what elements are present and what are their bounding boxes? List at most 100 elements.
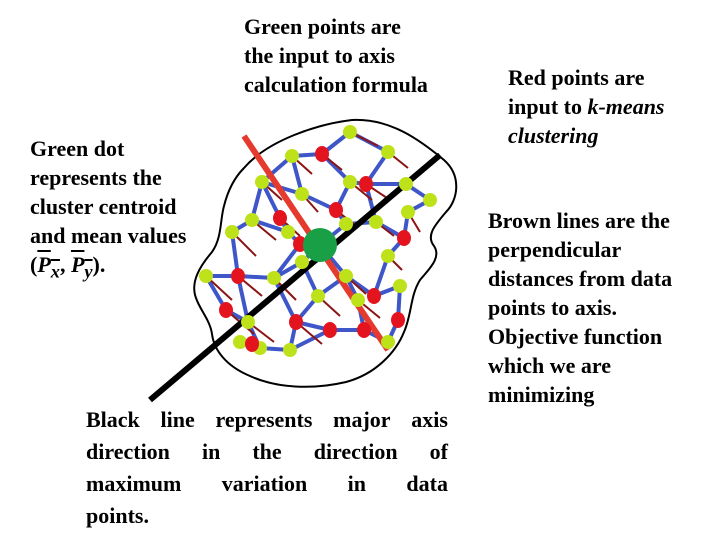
annotation-line: points to axis. bbox=[488, 295, 617, 320]
paren-open: ( bbox=[30, 252, 38, 277]
mean-px: Px bbox=[37, 252, 60, 281]
annotation-line: which we are bbox=[488, 353, 612, 378]
word: the bbox=[252, 439, 282, 464]
word: line bbox=[160, 407, 195, 432]
centroid-dot bbox=[303, 228, 337, 262]
green-point bbox=[245, 213, 259, 227]
word: Black bbox=[86, 407, 140, 432]
annotation-line: the input to axis bbox=[244, 43, 395, 68]
word: direction bbox=[313, 439, 398, 464]
green-point bbox=[339, 269, 353, 283]
annotation-line: cluster centroid bbox=[30, 194, 177, 219]
px-subscript: x bbox=[50, 261, 60, 282]
green-point bbox=[343, 125, 357, 139]
green-points-annotation: Green points are the input to axis calcu… bbox=[244, 12, 428, 99]
red-point bbox=[397, 230, 411, 246]
green-point bbox=[423, 193, 437, 207]
green-point bbox=[225, 225, 239, 239]
word: variation bbox=[221, 471, 308, 496]
annotation-line: represents the bbox=[30, 165, 162, 190]
cluster-edge bbox=[272, 276, 298, 324]
red-point bbox=[289, 314, 303, 330]
green-point bbox=[311, 289, 325, 303]
red-point bbox=[323, 322, 337, 338]
green-points bbox=[199, 125, 437, 357]
green-point bbox=[393, 279, 407, 293]
green-point bbox=[295, 187, 309, 201]
annotation-line: clustering bbox=[508, 123, 599, 148]
annotation-line: distances from data bbox=[488, 266, 673, 291]
red-point bbox=[231, 268, 245, 284]
word: maximum bbox=[86, 471, 182, 496]
word: of bbox=[429, 439, 448, 464]
red-point bbox=[329, 202, 343, 218]
green-point bbox=[339, 217, 353, 231]
green-point bbox=[267, 271, 281, 285]
green-point bbox=[233, 335, 247, 349]
annotation-line: Red points are bbox=[508, 65, 645, 90]
green-point bbox=[369, 215, 383, 229]
annotation-row: points. bbox=[86, 500, 448, 532]
annotation-line: Brown lines are the bbox=[488, 208, 670, 233]
annotation-line: minimizing bbox=[488, 382, 595, 407]
annotation-line: input to k-means bbox=[508, 92, 664, 121]
word: major bbox=[333, 407, 391, 432]
py-subscript: y bbox=[84, 261, 93, 282]
red-point bbox=[273, 210, 287, 226]
annotation-row: direction in the direction of bbox=[86, 436, 448, 468]
paren-close: ). bbox=[92, 252, 106, 277]
red-point bbox=[359, 176, 373, 192]
annotation-row: maximum variation in data bbox=[86, 468, 448, 500]
red-points-annotation: Red points are input to k-means clusteri… bbox=[508, 63, 664, 150]
annotation-line: Green points are bbox=[244, 14, 401, 39]
mean-py: Py bbox=[70, 252, 93, 281]
word: in bbox=[347, 471, 367, 496]
red-point bbox=[367, 288, 381, 304]
red-points bbox=[219, 146, 411, 352]
black-line-annotation: Black line represents major axis directi… bbox=[86, 404, 448, 532]
cluster-boundary bbox=[193, 118, 458, 388]
green-point bbox=[241, 315, 255, 329]
red-point bbox=[315, 146, 329, 162]
word: points. bbox=[86, 503, 149, 528]
word: data bbox=[406, 471, 448, 496]
annotation-line: Green dot bbox=[30, 136, 125, 161]
annotation-line: Objective function bbox=[488, 324, 663, 349]
comma: , bbox=[59, 252, 71, 277]
annotation-text: input to bbox=[508, 94, 588, 119]
annotation-line: and mean values bbox=[30, 223, 187, 248]
green-point bbox=[381, 335, 395, 349]
brown-lines-annotation: Brown lines are the perpendicular distan… bbox=[488, 206, 672, 409]
green-point bbox=[255, 175, 269, 189]
px-symbol: P bbox=[37, 252, 51, 277]
py-symbol: P bbox=[70, 252, 85, 277]
green-point bbox=[351, 293, 365, 307]
green-point bbox=[285, 149, 299, 163]
cluster-edge bbox=[288, 328, 332, 352]
red-point bbox=[219, 302, 233, 318]
word: direction bbox=[86, 439, 170, 464]
green-point bbox=[399, 177, 413, 191]
annotation-row: Black line represents major axis bbox=[86, 404, 448, 436]
word: axis bbox=[411, 407, 448, 432]
major-axis-line bbox=[148, 152, 442, 403]
green-point bbox=[199, 269, 213, 283]
green-point bbox=[281, 225, 295, 239]
word: represents bbox=[215, 407, 313, 432]
red-point bbox=[391, 312, 405, 328]
green-point bbox=[401, 205, 415, 219]
annotation-line: perpendicular bbox=[488, 237, 622, 262]
red-point bbox=[357, 322, 371, 338]
green-dot-annotation: Green dot represents the cluster centroi… bbox=[30, 134, 186, 286]
green-point bbox=[381, 249, 395, 263]
red-point bbox=[245, 336, 259, 352]
green-point bbox=[283, 343, 297, 357]
word: in bbox=[201, 439, 221, 464]
annotation-line: calculation formula bbox=[244, 72, 428, 97]
green-point bbox=[343, 175, 357, 189]
annotation-emphasis: k-means bbox=[587, 94, 665, 119]
green-point bbox=[295, 255, 309, 269]
green-point bbox=[381, 145, 395, 159]
mean-formula: (Px, Py). bbox=[30, 250, 186, 286]
